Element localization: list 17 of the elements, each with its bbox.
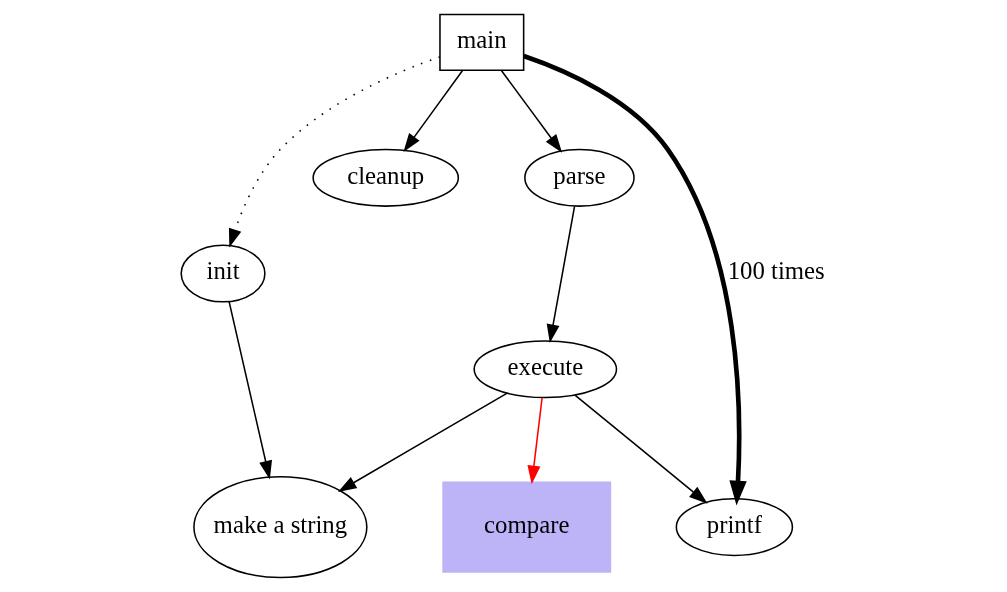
node-ellipse: cleanup xyxy=(312,148,460,207)
arrow xyxy=(228,301,272,480)
node-ellipse: execute xyxy=(473,340,618,399)
node-ellipse: init xyxy=(180,244,266,303)
node-ellipse: printf xyxy=(675,498,794,557)
arrow xyxy=(228,56,441,248)
arrow xyxy=(338,392,508,492)
node-ellipse: parse xyxy=(524,148,635,207)
node-box: compare xyxy=(442,481,612,573)
edge-label: 100 times xyxy=(727,257,825,285)
arrow xyxy=(574,394,708,504)
arrow xyxy=(523,53,747,506)
arrow xyxy=(403,69,464,152)
arrow xyxy=(500,69,563,153)
node-box: main xyxy=(439,13,525,72)
arrow xyxy=(527,396,543,485)
arrow xyxy=(546,205,576,344)
